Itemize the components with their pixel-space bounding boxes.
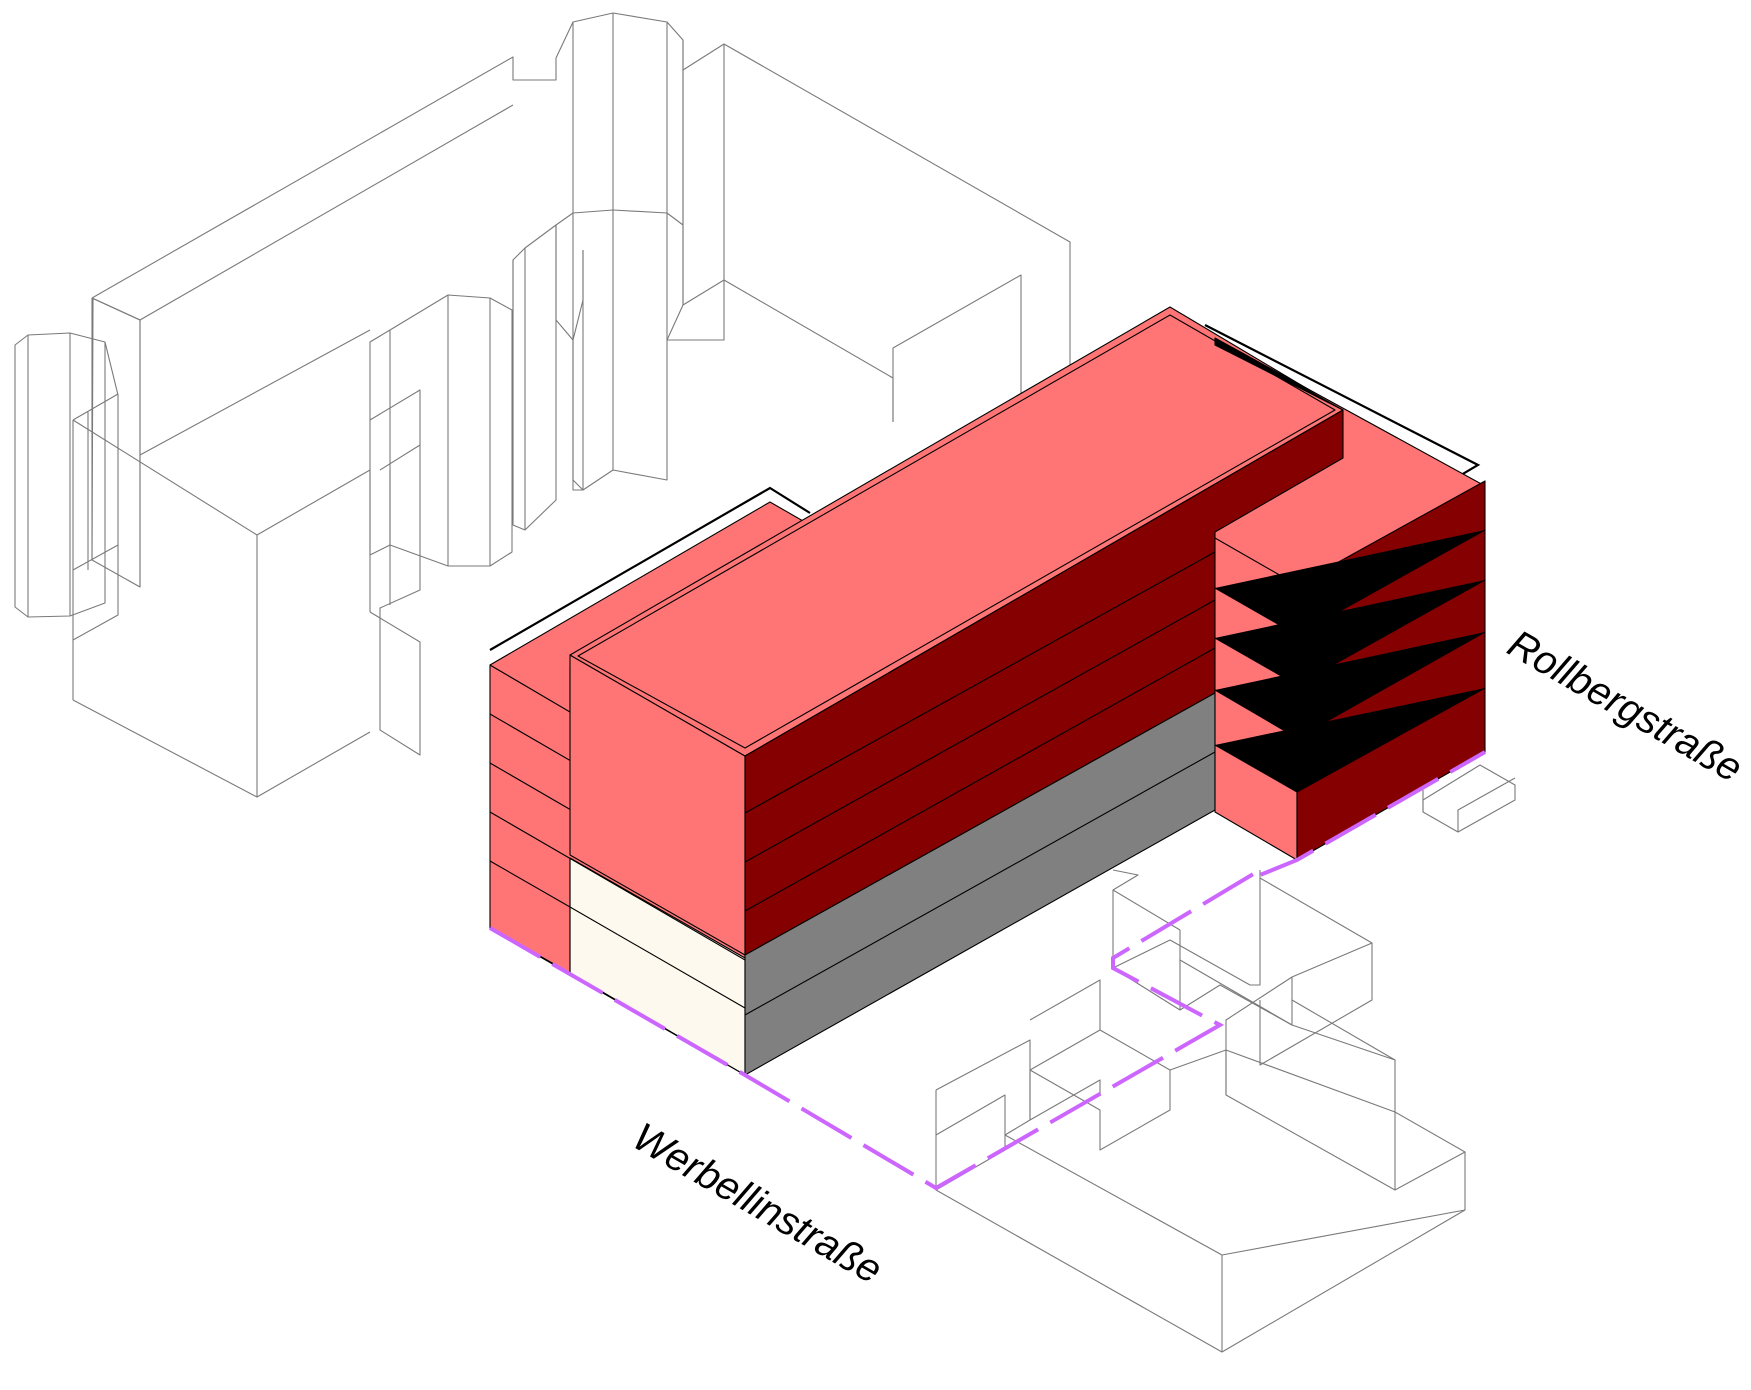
plot-boundary-line <box>489 750 1486 1191</box>
street-label-rollbergstrasse: Rollbergstraße <box>1501 622 1750 791</box>
street-label-werbellinstrasse: Werbellinstraße <box>626 1115 890 1293</box>
context-block-south <box>935 869 1466 1353</box>
plot-boundary <box>489 750 1486 1191</box>
main-building <box>489 306 1486 1076</box>
context-block-north <box>14 12 1071 798</box>
context-block-east <box>1422 764 1516 833</box>
